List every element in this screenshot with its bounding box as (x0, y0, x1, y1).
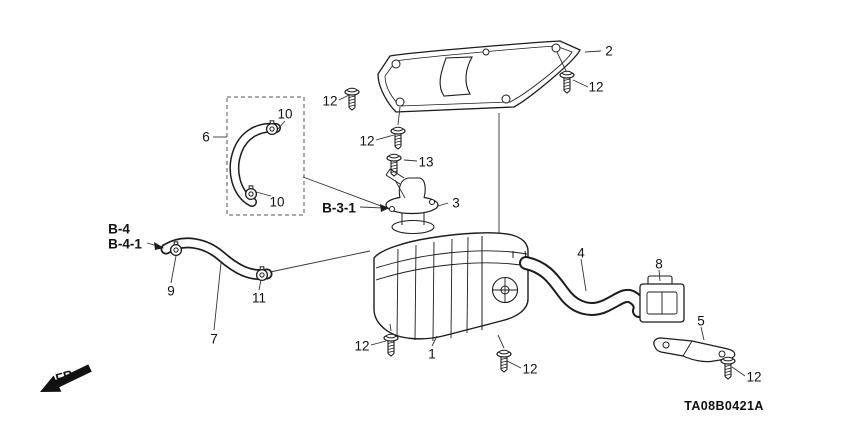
fr-arrow-icon (40, 364, 92, 392)
bracket-5-drawing (653, 337, 736, 363)
clamp-icon (244, 185, 258, 201)
part-label-12-f: 12 (746, 369, 762, 385)
part-label-12-d: 12 (354, 338, 370, 354)
part-label-9: 9 (167, 283, 175, 299)
hose-7-drawing (160, 237, 273, 281)
part-6-boundary (226, 96, 305, 216)
mounting-plate-drawing (377, 40, 581, 113)
part-label-12-e: 12 (522, 361, 538, 377)
ref-label-b-3-1: B-3-1 (322, 200, 356, 216)
part-label-12-c: 12 (359, 133, 375, 149)
diagram-code: TA08B0421A (684, 399, 764, 413)
bolt-icon (390, 126, 406, 150)
connector-8-drawing (639, 275, 685, 323)
part-label-2: 2 (605, 43, 613, 59)
part-label-10-b: 10 (269, 194, 285, 210)
part-label-11: 11 (251, 290, 267, 306)
leader-lines (146, 50, 746, 377)
bolt-icon (383, 333, 399, 357)
b31-arrowhead-icon (380, 204, 389, 212)
bolt-icon (386, 153, 402, 177)
hose-4-drawing (519, 256, 647, 318)
ref-label-b-4: B-4 (108, 221, 130, 237)
bolt-icon (559, 70, 575, 94)
purge-valve-drawing (385, 168, 439, 225)
part-label-4: 4 (577, 245, 585, 261)
ref-label-b-4-1: B-4-1 (108, 236, 142, 252)
part-label-7: 7 (210, 331, 218, 347)
part-label-12-a: 12 (322, 93, 338, 109)
part-label-3: 3 (452, 195, 460, 211)
part-label-5: 5 (697, 313, 705, 329)
part-label-10-a: 10 (277, 106, 293, 122)
bolt-icon (496, 349, 512, 373)
part-label-12-b: 12 (588, 79, 604, 95)
part-label-6: 6 (202, 129, 210, 145)
b41-arrowhead-icon (154, 242, 164, 250)
part-label-1: 1 (428, 346, 436, 362)
part-label-8: 8 (655, 256, 663, 272)
bolt-icon (344, 87, 360, 111)
part-label-13: 13 (418, 154, 434, 170)
canister-drawing (373, 219, 529, 342)
hose-6-drawing (229, 122, 281, 207)
